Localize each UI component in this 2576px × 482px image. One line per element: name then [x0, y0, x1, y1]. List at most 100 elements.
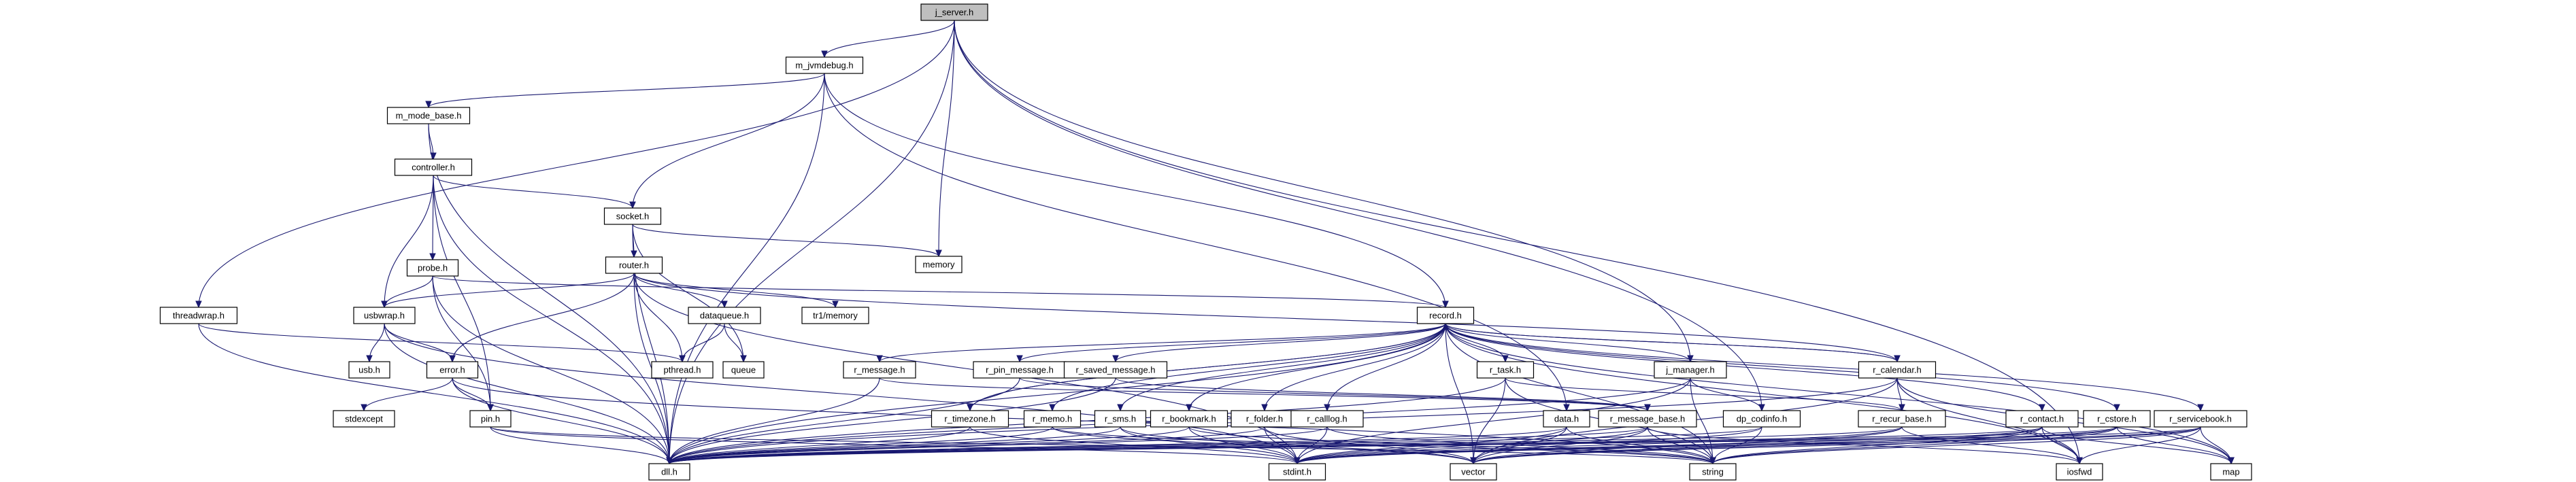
include-edge-record-to-r_message: [876, 323, 1446, 363]
node-label: r_task.h: [1490, 365, 1521, 375]
include-edge-r_servicebook-to-map: [2200, 426, 2235, 465]
dependency-edges: [195, 20, 2235, 465]
include-edge-r_cstore-to-string: [1709, 426, 2118, 465]
node-r-folder[interactable]: r_folder.h: [1231, 410, 1299, 428]
node-label: r_timezone.h: [944, 414, 995, 424]
node-r-bookmark[interactable]: r_bookmark.h: [1150, 410, 1228, 428]
node-r-contact[interactable]: r_contact.h: [2005, 410, 2079, 428]
node-usb: usb.h: [348, 361, 390, 379]
node-threadwrap[interactable]: threadwrap.h: [159, 307, 238, 324]
node-dll[interactable]: dll.h: [648, 463, 690, 481]
node-label: r_recur_base.h: [1872, 414, 1931, 424]
node-label: stdexcept: [345, 414, 383, 424]
include-edge-r_saved_message-to-r_message_base: [1115, 377, 1651, 412]
include-edge-j_manager-to-record: [1442, 322, 1691, 362]
include-edge-r_servicebook-to-iosfwd: [2076, 426, 2201, 465]
node-socket[interactable]: socket.h: [603, 207, 662, 225]
include-edge-router-to-error: [449, 273, 635, 363]
include-edge-record-to-r_memo: [1049, 323, 1446, 412]
include-edge-record-to-r_calllog: [1324, 323, 1446, 412]
node-label: r_servicebook.h: [2169, 414, 2232, 424]
node-j-manager[interactable]: j_manager.h: [1654, 361, 1727, 379]
node-string: string: [1689, 463, 1737, 481]
include-edge-r_servicebook-to-vector: [1470, 426, 2201, 465]
node-probe[interactable]: probe.h: [406, 259, 459, 277]
node-controller[interactable]: controller.h: [394, 158, 473, 176]
node-label: pin.h: [481, 414, 500, 424]
node-j-server[interactable]: j_server.h: [920, 3, 988, 21]
node-error[interactable]: error.h: [426, 361, 479, 379]
node-memory: memory: [915, 256, 963, 273]
include-edge-record-to-r_contact: [1445, 323, 2045, 412]
include-edge-r_servicebook-to-stdint: [1294, 426, 2201, 465]
node-label: r_saved_message.h: [1075, 365, 1155, 375]
node-m-jvmdebug[interactable]: m_jvmdebug.h: [785, 56, 864, 74]
node-r-calllog[interactable]: r_calllog.h: [1290, 410, 1364, 428]
node-dataqueue[interactable]: dataqueue.h: [688, 307, 761, 324]
include-edge-usbwrap-to-usb: [366, 323, 385, 363]
node-label: data.h: [1554, 414, 1579, 424]
include-edge-r_pin_message-to-r_message_base: [1019, 377, 1651, 412]
node-r-pin-message[interactable]: r_pin_message.h: [973, 361, 1067, 379]
include-edge-j_server-to-threadwrap: [195, 20, 955, 309]
node-label: vector: [1461, 467, 1486, 477]
include-edge-record-to-r_cstore: [1445, 323, 2120, 412]
node-router[interactable]: router.h: [605, 256, 663, 274]
node-label: j_manager.h: [1665, 365, 1715, 375]
node-r-saved-message[interactable]: r_saved_message.h: [1063, 361, 1168, 379]
node-label: dp_codinfo.h: [1737, 414, 1787, 424]
node-dp-codinfo[interactable]: dp_codinfo.h: [1722, 410, 1801, 428]
node-label: map: [2222, 467, 2239, 477]
include-edge-r_servicebook-to-string: [1709, 426, 2201, 465]
node-label: r_contact.h: [2020, 414, 2064, 424]
include-edge-record-to-r_bookmark: [1186, 323, 1446, 412]
include-edge-r_servicebook-to-dll: [666, 426, 2201, 465]
node-pin[interactable]: pin.h: [469, 410, 512, 428]
include-edge-record-to-r_folder: [1261, 323, 1446, 412]
include-edge-usbwrap-to-error: [384, 323, 456, 363]
node-label: pthread.h: [664, 365, 701, 375]
node-r-message[interactable]: r_message.h: [843, 361, 916, 379]
include-edge-r_timezone-to-record: [969, 322, 1449, 411]
node-usbwrap[interactable]: usbwrap.h: [353, 307, 416, 324]
node-vector: vector: [1450, 463, 1497, 481]
node-label: r_calllog.h: [1307, 414, 1347, 424]
node-iosfwd: iosfwd: [2056, 463, 2103, 481]
node-r-task[interactable]: r_task.h: [1476, 361, 1535, 379]
include-edge-probe-to-usbwrap: [381, 275, 433, 309]
node-r-sms[interactable]: r_sms.h: [1094, 410, 1147, 428]
node-label: j_server.h: [935, 7, 973, 18]
node-label: socket.h: [616, 211, 649, 222]
include-edge-r_calendar-to-record: [1442, 322, 1898, 362]
node-r-recur-base[interactable]: r_recur_base.h: [1858, 410, 1946, 428]
node-label: r_calendar.h: [1873, 365, 1922, 375]
node-label: probe.h: [418, 263, 448, 273]
node-r-message-base[interactable]: r_message_base.h: [1598, 410, 1697, 428]
node-label: r_message.h: [854, 365, 905, 375]
node-label: m_mode_base.h: [396, 111, 462, 121]
include-edge-record-to-r_saved_message: [1112, 323, 1446, 363]
node-queue: queue: [722, 361, 765, 379]
node-label: memory: [923, 260, 955, 270]
node-r-servicebook[interactable]: r_servicebook.h: [2154, 410, 2247, 428]
node-stdexcept: stdexcept: [333, 410, 395, 428]
node-m-mode-base[interactable]: m_mode_base.h: [386, 107, 471, 124]
node-record[interactable]: record.h: [1416, 307, 1475, 324]
include-edge-socket-to-router: [631, 224, 637, 258]
node-label: dataqueue.h: [700, 311, 749, 321]
node-data[interactable]: data.h: [1543, 410, 1590, 428]
node-r-cstore[interactable]: r_cstore.h: [2083, 410, 2151, 428]
node-stdint: stdint.h: [1268, 463, 1326, 481]
node-label: dll.h: [661, 467, 678, 477]
node-r-calendar[interactable]: r_calendar.h: [1858, 361, 1937, 379]
node-label: stdint.h: [1283, 467, 1311, 477]
include-edge-j_server-to-j_manager: [954, 20, 1694, 363]
node-label: router.h: [619, 260, 649, 271]
node-r-timezone[interactable]: r_timezone.h: [931, 410, 1009, 428]
node-label: r_pin_message.h: [986, 365, 1054, 375]
node-r-memo[interactable]: r_memo.h: [1023, 410, 1082, 428]
include-edge-j_server-to-dp_codinfo: [954, 20, 1765, 412]
include-edge-m_jvmdebug-to-m_mode_base: [425, 73, 825, 109]
include-edge-socket-to-queue: [632, 224, 747, 363]
